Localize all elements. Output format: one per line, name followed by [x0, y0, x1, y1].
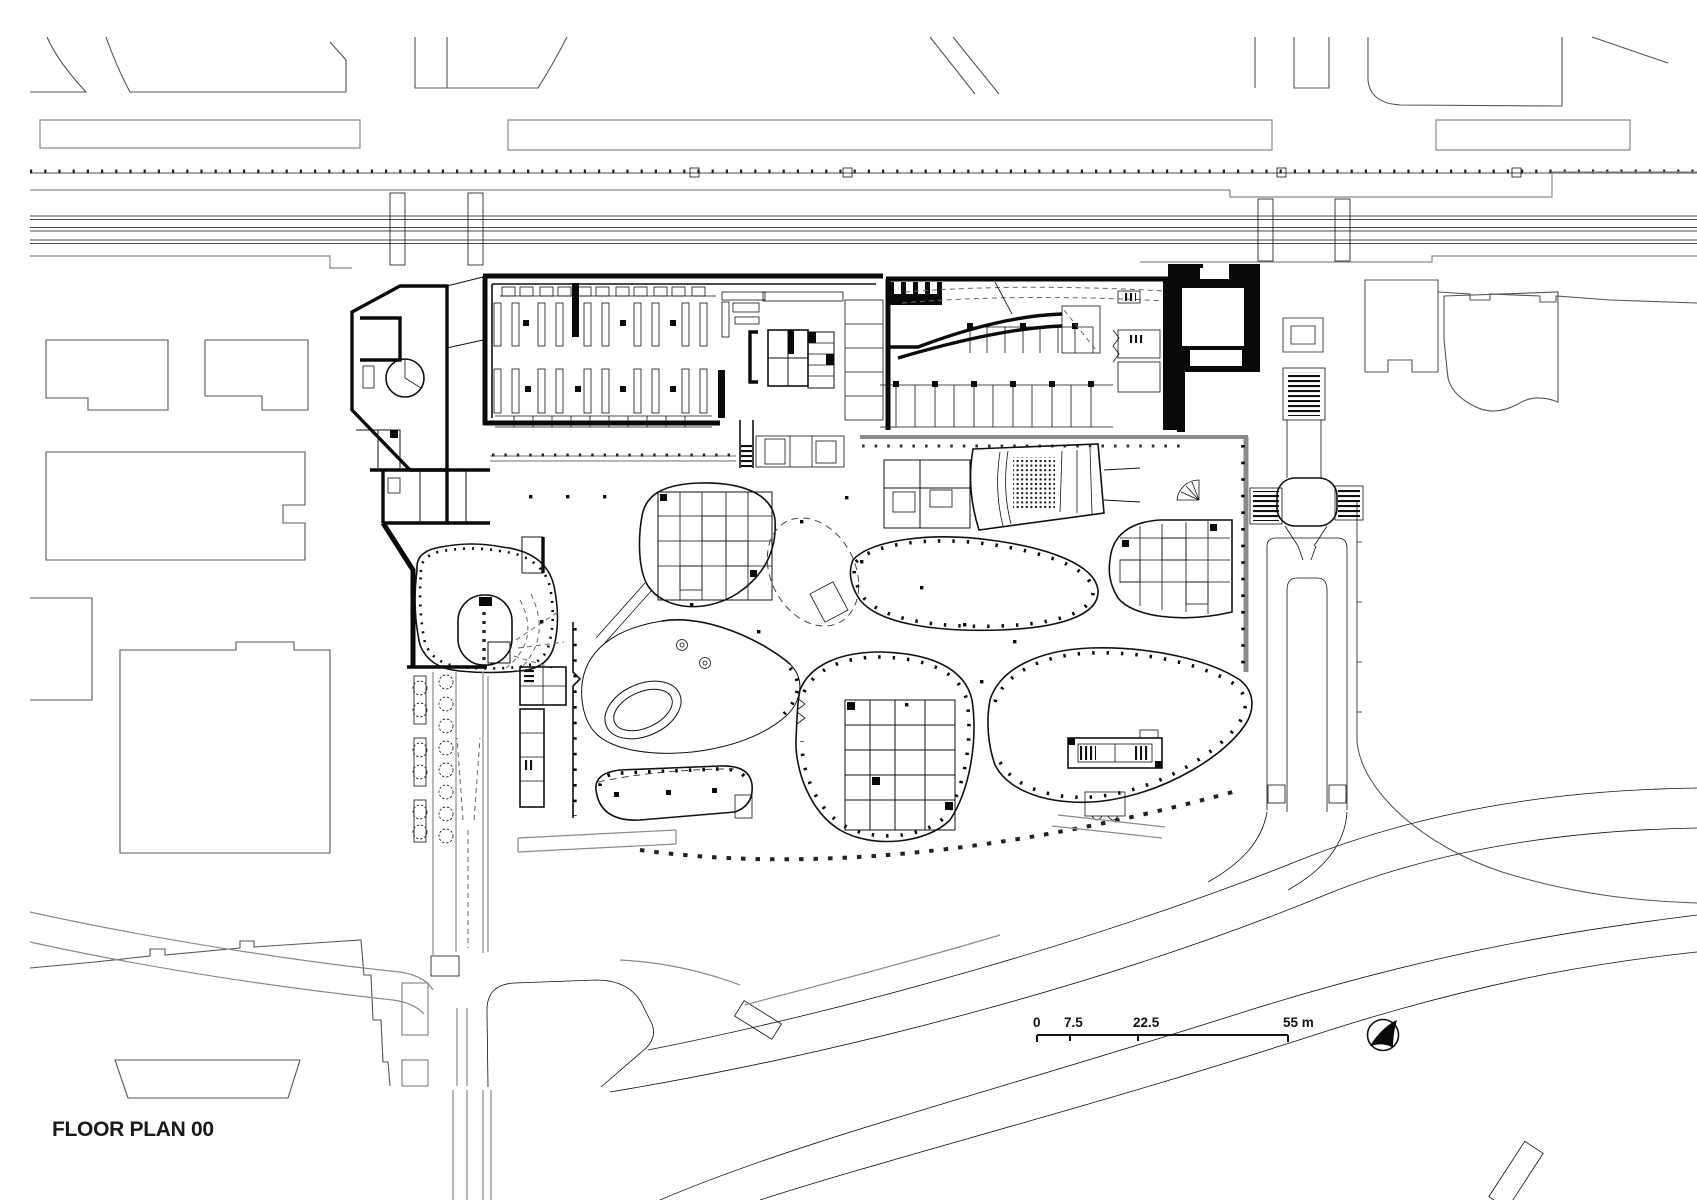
plaza-columns	[529, 495, 1017, 707]
tree-street	[412, 672, 489, 955]
context-buildings-west	[29, 339, 391, 1099]
south-roads	[29, 787, 1697, 1200]
stall-row-lower	[880, 381, 1113, 428]
southwest-terrace	[595, 765, 753, 821]
north-arrow-icon	[1366, 1018, 1400, 1052]
rail-crossing-hatches	[389, 192, 1351, 266]
railway-tracks	[30, 215, 1697, 244]
south-core-pavilion	[795, 651, 975, 843]
north-entrance	[739, 420, 845, 468]
west-wing	[370, 468, 565, 674]
stall-row-upper	[967, 305, 1101, 354]
northeast-hall	[880, 276, 1185, 432]
south-stall-band	[495, 415, 712, 428]
scale-label-7-5: 7.5	[1064, 1015, 1083, 1030]
checkout-band	[500, 286, 716, 297]
scale-label-22-5: 22.5	[1133, 1015, 1160, 1030]
upper-street-band	[30, 36, 1697, 269]
scale-bar: 0 7.5 22.5 55 m	[1033, 1015, 1314, 1042]
scale-label-55m: 55 m	[1283, 1015, 1314, 1030]
east-road	[1207, 537, 1348, 891]
southeast-pavilion	[987, 647, 1253, 821]
west-pavilion	[519, 622, 582, 818]
fan-stair	[1176, 479, 1200, 501]
scale-label-0: 0	[1033, 1015, 1041, 1030]
gallery-edges	[490, 435, 1249, 672]
oval-ring-pavilion	[581, 619, 806, 754]
plaza-pavilions	[517, 443, 1253, 862]
north-core-pavilion	[595, 482, 777, 646]
auditorium	[969, 443, 1141, 531]
central-pavilion	[849, 536, 1099, 632]
foyer-rooms	[883, 459, 971, 529]
drawing-title: FLOOR PLAN 00	[52, 1118, 214, 1141]
lightwell-ellipse	[766, 517, 860, 627]
market-hall	[482, 273, 884, 428]
back-of-house	[718, 291, 884, 421]
east-core-pavilion	[1108, 519, 1233, 619]
context-buildings-east	[1282, 279, 1697, 904]
northwest-wing	[350, 276, 484, 472]
shelving-rows	[493, 302, 708, 414]
service-block	[1168, 264, 1260, 372]
planters	[412, 674, 454, 844]
spiral-ramp	[414, 543, 559, 674]
footbridge	[1249, 367, 1364, 547]
